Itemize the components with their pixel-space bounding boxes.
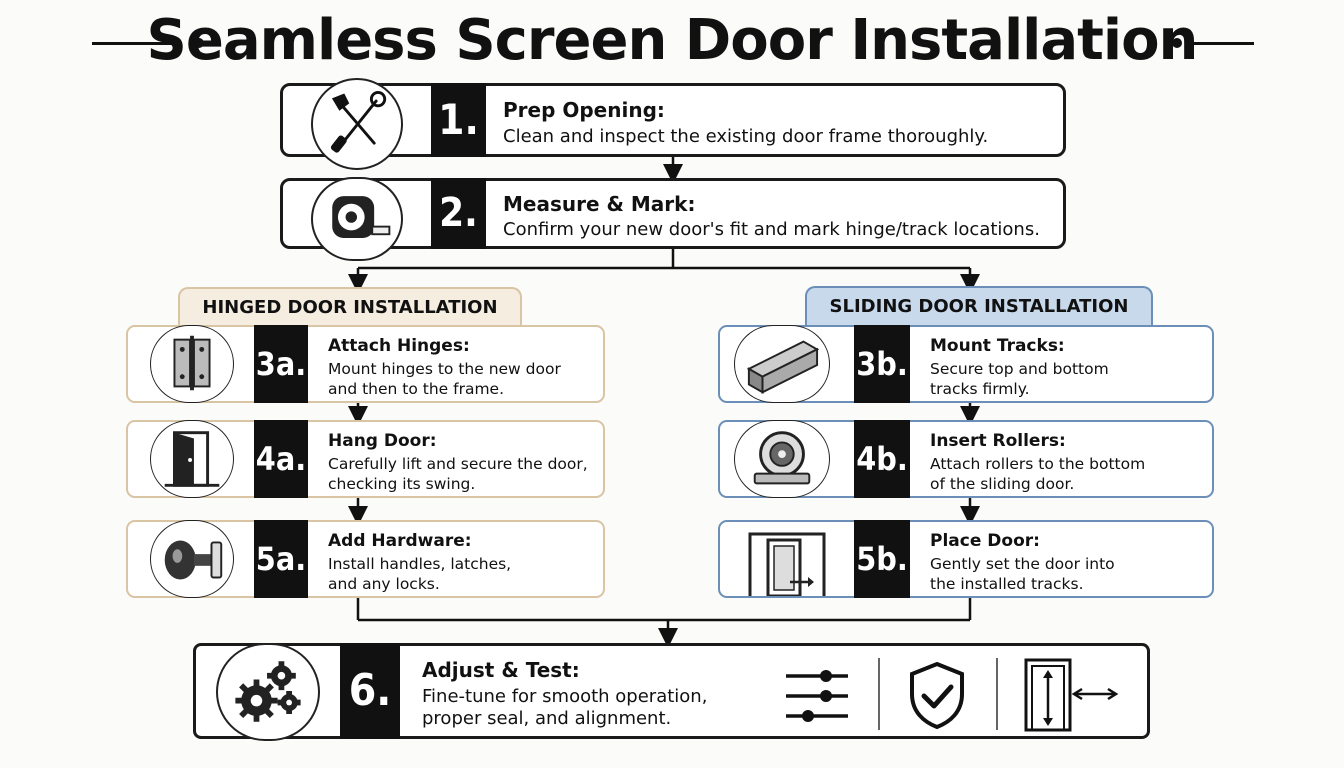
step-3b-number: 3b. xyxy=(854,325,910,403)
step-4b-card: 4b. Insert Rollers: Attach rollers to th… xyxy=(718,420,1214,498)
step-4b-line2: of the sliding door. xyxy=(930,475,1075,493)
step-5a-number: 5a. xyxy=(254,520,308,598)
shield-check-icon xyxy=(906,660,968,730)
step-1-title: Prep Opening: xyxy=(503,98,665,122)
hinged-section-heading: HINGED DOOR INSTALLATION xyxy=(178,287,522,327)
step-4b-title: Insert Rollers: xyxy=(930,431,1066,451)
step-3a-description: Mount hinges to the new door and then to… xyxy=(328,359,598,399)
title-left-line xyxy=(92,42,180,45)
step-5b-description: Gently set the door into the installed t… xyxy=(930,554,1200,594)
step-5b-card: 5b. Place Door: Gently set the door into… xyxy=(718,520,1214,598)
sliders-icon xyxy=(782,664,852,724)
step-5a-description: Install handles, latches, and any locks. xyxy=(328,554,598,594)
step-4a-card: 4a. Hang Door: Carefully lift and secure… xyxy=(126,420,605,498)
step-3b-line2: tracks firmly. xyxy=(930,380,1030,398)
step-5b-title: Place Door: xyxy=(930,531,1040,551)
step-4b-description: Attach rollers to the bottom of the slid… xyxy=(930,454,1200,494)
step-4a-line2: checking its swing. xyxy=(328,475,476,493)
tools-icon xyxy=(311,78,403,170)
step-5a-card: 5a. Add Hardware: Install handles, latch… xyxy=(126,520,605,598)
page-title: Seamless Screen Door Installation xyxy=(146,8,1199,73)
open-door-icon xyxy=(150,420,234,498)
roller-icon xyxy=(734,420,830,498)
step-4a-number: 4a. xyxy=(254,420,308,498)
tape-measure-icon xyxy=(311,177,403,261)
step-6-card: 6. Adjust & Test: Fine-tune for smooth o… xyxy=(193,643,1150,741)
step-2-number: 2. xyxy=(431,178,486,249)
step-3b-title: Mount Tracks: xyxy=(930,336,1065,356)
step-5a-line1: Install handles, latches, xyxy=(328,555,512,573)
step-2-card: 2. Measure & Mark: Confirm your new door… xyxy=(280,177,1066,261)
step-3a-number: 3a. xyxy=(254,325,308,403)
step-3b-description: Secure top and bottom tracks firmly. xyxy=(930,359,1200,399)
sliding-section-heading: SLIDING DOOR INSTALLATION xyxy=(805,286,1153,327)
step-3a-line1: Mount hinges to the new door xyxy=(328,360,561,378)
step-1-description: Clean and inspect the existing door fram… xyxy=(503,126,989,147)
icon-divider xyxy=(878,658,880,730)
step-6-line1: Fine-tune for smooth operation, xyxy=(422,686,708,707)
step-4b-line1: Attach rollers to the bottom xyxy=(930,455,1146,473)
step-3a-line2: and then to the frame. xyxy=(328,380,505,398)
step-4a-line1: Carefully lift and secure the door, xyxy=(328,455,588,473)
track-icon xyxy=(734,325,830,403)
door-knob-icon xyxy=(150,520,234,598)
step-5a-title: Add Hardware: xyxy=(328,531,472,551)
hinge-icon xyxy=(150,325,234,403)
title-right-line xyxy=(1192,42,1254,45)
title-right-dot xyxy=(1172,38,1182,48)
step-1-number: 1. xyxy=(431,83,486,157)
step-3a-card: 3a. Attach Hinges: Mount hinges to the n… xyxy=(126,325,605,403)
step-4a-description: Carefully lift and secure the door, chec… xyxy=(328,454,598,494)
sliding-door-icon xyxy=(744,526,830,598)
step-5b-number: 5b. xyxy=(854,520,910,598)
step-5a-line2: and any locks. xyxy=(328,575,440,593)
step-3a-title: Attach Hinges: xyxy=(328,336,470,356)
step-5b-line1: Gently set the door into xyxy=(930,555,1115,573)
step-6-title: Adjust & Test: xyxy=(422,658,580,682)
step-6-description: Fine-tune for smooth operation, proper s… xyxy=(422,686,742,730)
step-2-description: Confirm your new door's fit and mark hin… xyxy=(503,219,1040,240)
step-3b-card: 3b. Mount Tracks: Secure top and bottom … xyxy=(718,325,1214,403)
step-3b-line1: Secure top and bottom xyxy=(930,360,1109,378)
step-2-title: Measure & Mark: xyxy=(503,192,696,216)
step-1-card: 1. Prep Opening: Clean and inspect the e… xyxy=(280,78,1066,170)
step-4b-number: 4b. xyxy=(854,420,910,498)
step-4a-title: Hang Door: xyxy=(328,431,437,451)
title-left-dot xyxy=(194,38,204,48)
door-alignment-icon xyxy=(1016,656,1126,734)
step-5b-line2: the installed tracks. xyxy=(930,575,1084,593)
gears-icon xyxy=(216,643,320,741)
step-6-number: 6. xyxy=(340,643,400,739)
icon-divider xyxy=(996,658,998,730)
step-6-line2: proper seal, and alignment. xyxy=(422,708,672,729)
